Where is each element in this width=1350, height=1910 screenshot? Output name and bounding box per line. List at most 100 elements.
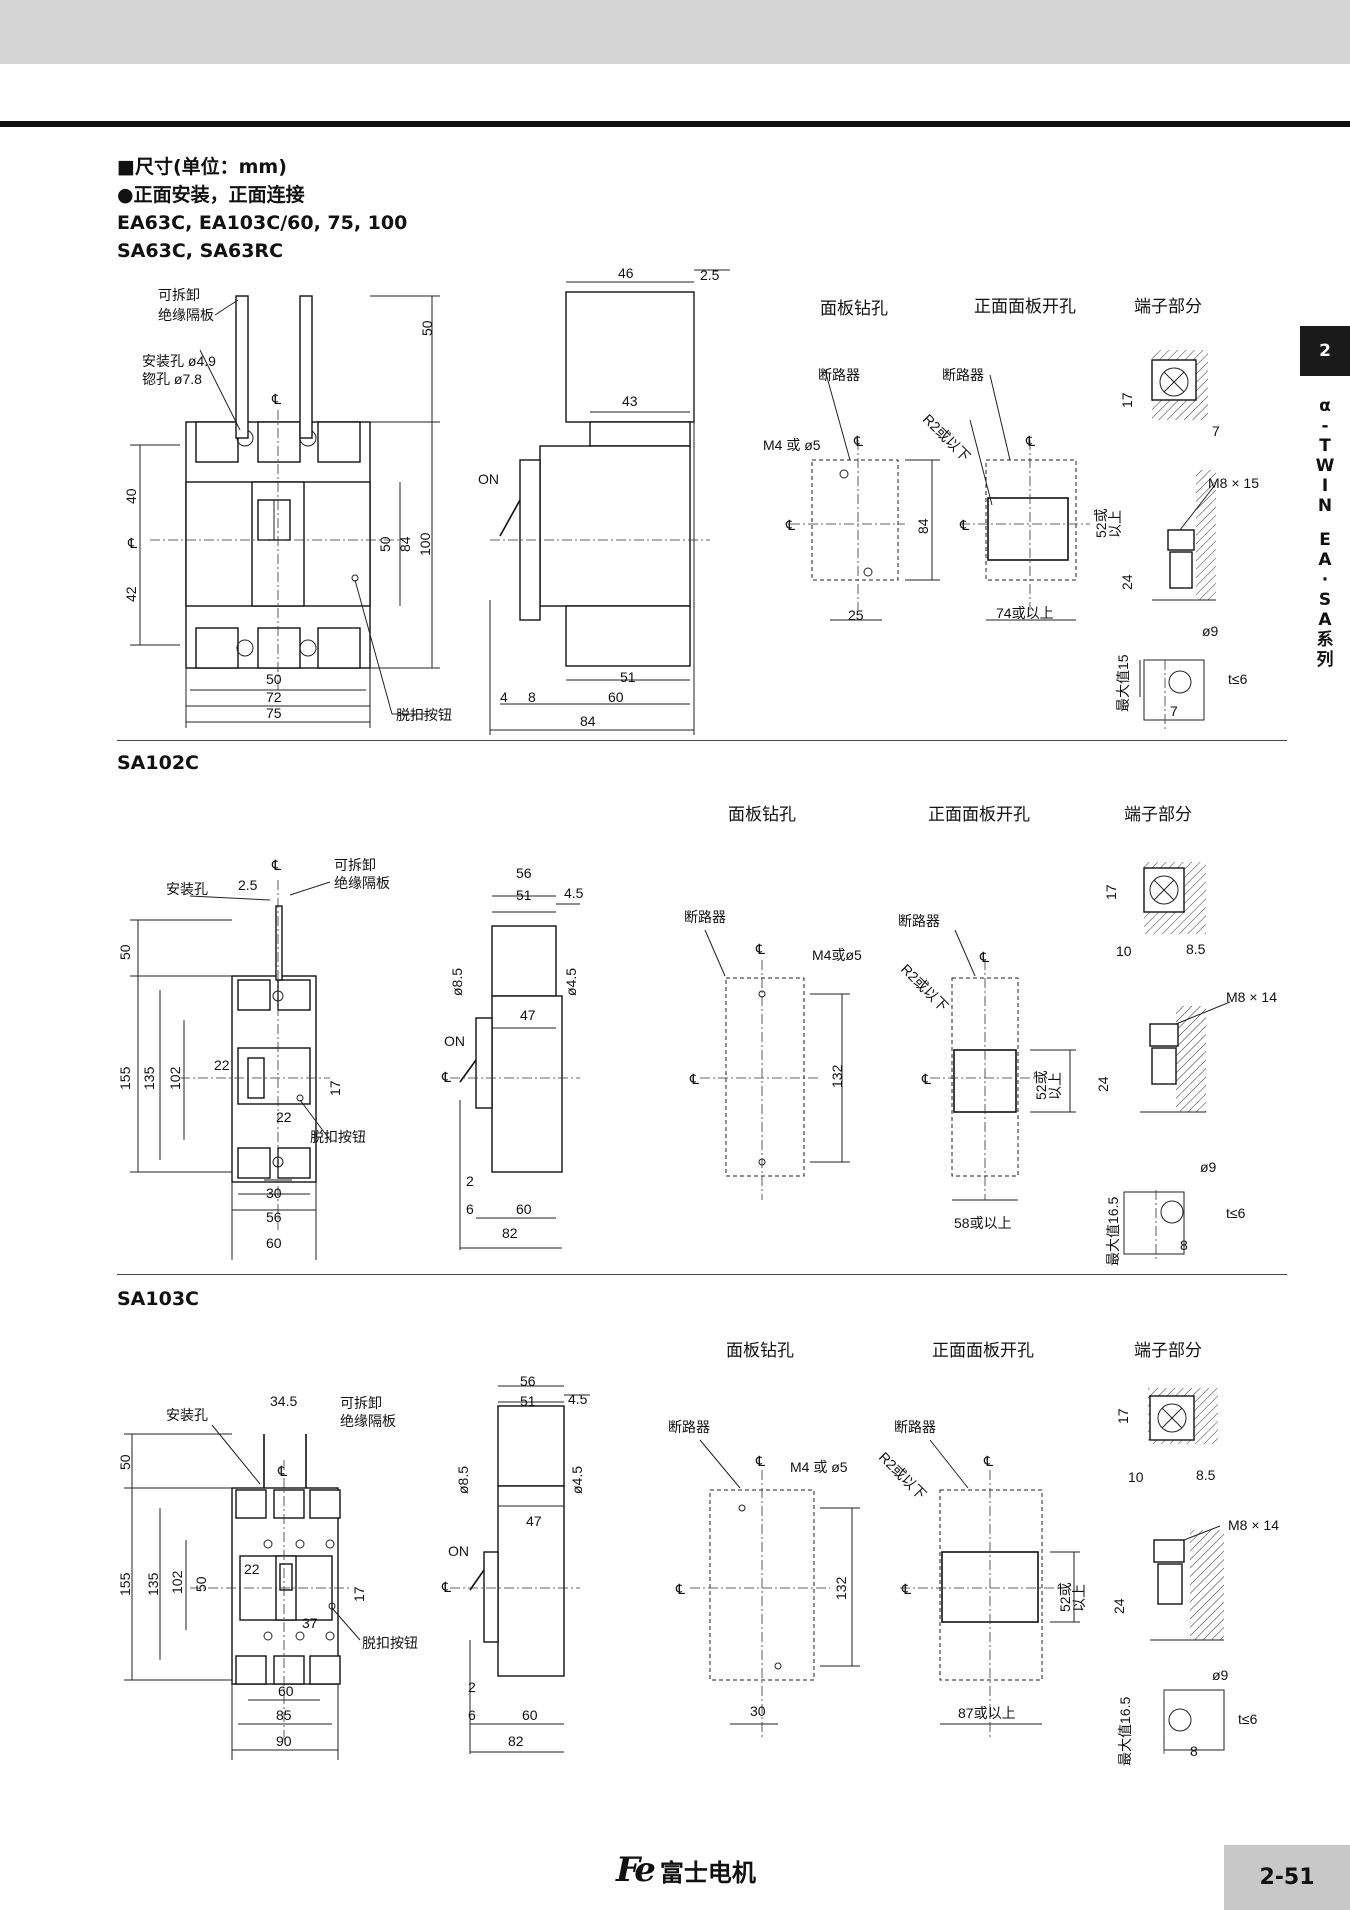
s3-dim: 85	[276, 1707, 292, 1723]
s1-dim: 84	[397, 536, 413, 552]
s1-dim: 84	[915, 518, 931, 534]
s2-h52-a: 52或	[1033, 1070, 1049, 1100]
s1-dim: 25	[848, 607, 864, 623]
section-sa102c-title: SA102C	[117, 752, 199, 774]
s3-dim: 60	[522, 1707, 538, 1723]
s2-dim: 8	[1180, 1237, 1188, 1253]
s3-drill-cl: ℄	[755, 1453, 765, 1469]
s1-t6-label: t≤6	[1228, 671, 1248, 687]
s2-barrier-label-2: 绝缘隔板	[334, 875, 390, 891]
series-char: T	[1319, 436, 1331, 456]
s3-dim: 56	[520, 1373, 536, 1389]
s2-drill-cl: ℄	[755, 941, 765, 957]
s2-front-view	[130, 880, 331, 1260]
series-char: α	[1319, 396, 1331, 416]
s2-dim: 47	[520, 1007, 536, 1023]
s3-dim: 22	[244, 1561, 260, 1577]
s3-dim: 2	[468, 1679, 476, 1695]
series-char: ·	[1321, 570, 1329, 590]
s2-trip-button-label: 脱扣按钮	[310, 1129, 366, 1145]
s1-w74-label: 74或以上	[996, 605, 1054, 621]
mount-type: ●正面安装，正面连接	[117, 184, 305, 206]
section-divider-1	[117, 740, 1287, 741]
s1-dim: 84	[580, 713, 596, 729]
s1-dim: 72	[266, 689, 282, 705]
s2-dim: 10	[1116, 943, 1132, 959]
series-char: A	[1318, 610, 1332, 630]
brand-name: 富士电机	[659, 1858, 756, 1887]
s1-front-cutout	[960, 374, 1090, 621]
s1-breaker-label-b: 断路器	[942, 367, 984, 383]
s3-dim: 50	[193, 1576, 209, 1592]
s2-dim: ø4.5	[563, 968, 579, 996]
s1-breaker-label-a: 断路器	[818, 367, 860, 383]
s2-dim: ø8.5	[449, 968, 465, 996]
s2-barrier-label-1: 可拆卸	[334, 857, 376, 873]
s2-dim: 51	[516, 887, 532, 903]
s3-breaker-label-a: 断路器	[668, 1419, 710, 1435]
s3-h52-a: 52或	[1057, 1582, 1073, 1612]
s2-dim: 50	[117, 944, 133, 960]
s2-w58-label: 58或以上	[954, 1215, 1012, 1231]
s2-terminal-title: 端子部分	[1124, 805, 1192, 824]
series-vertical-label: α - T W I N E A · S A 系 列	[1300, 396, 1350, 670]
s3-dim: 50	[117, 1454, 133, 1470]
s1-dim: 43	[622, 393, 638, 409]
s1-cl-mark: ℄	[271, 391, 281, 407]
s2-dim: 102	[167, 1066, 183, 1090]
series-char: E	[1319, 530, 1331, 550]
dimensions-title: ■尺寸(单位：mm)	[117, 156, 287, 178]
s2-breaker-label-a: 断路器	[684, 909, 726, 925]
s3-dim: 6	[468, 1707, 476, 1723]
s1-m4-label: M4 或 ø5	[763, 437, 821, 453]
s3-dim: 30	[750, 1703, 766, 1719]
s3-terminal	[1148, 1388, 1225, 1756]
s2-cutout-cl: ℄	[979, 949, 989, 965]
s3-barrier-label-2: 绝缘隔板	[340, 1413, 396, 1429]
s3-terminal-title: 端子部分	[1134, 1341, 1202, 1360]
s2-m8-label: M8 × 14	[1226, 989, 1277, 1005]
s3-drill-cl-h: ℄	[675, 1581, 685, 1597]
s3-cutout-cl: ℄	[983, 1453, 993, 1469]
s1-side-view	[489, 269, 730, 735]
s1-drill-cl-h: ℄	[785, 517, 795, 533]
s3-dim: ø4.5	[569, 1466, 585, 1494]
s2-panel-drill	[700, 929, 850, 1200]
s1-panel-drill-title: 面板钻孔	[820, 299, 888, 318]
s2-dim: 132	[829, 1064, 845, 1088]
s2-front-cutout-title: 正面面板开孔	[928, 805, 1030, 824]
s1-h52-a: 52或	[1093, 508, 1109, 538]
chapter-tab: 2	[1300, 326, 1350, 376]
series-char: 系	[1316, 630, 1334, 650]
s1-terminal-title: 端子部分	[1134, 297, 1202, 316]
s1-cutout-cl: ℄	[1025, 433, 1035, 449]
s2-h52-b: 以上	[1047, 1072, 1063, 1100]
s3-h52-b: 以上	[1071, 1584, 1087, 1612]
s2-dim: 17	[1103, 884, 1119, 900]
s3-max165-label: 最大值16.5	[1117, 1697, 1133, 1766]
s3-m8-label: M8 × 14	[1228, 1517, 1279, 1533]
s3-dim: 4.5	[568, 1391, 588, 1407]
s2-dim: 155	[117, 1066, 133, 1090]
s3-trip-button-label: 脱扣按钮	[362, 1635, 418, 1651]
series-char: I	[1321, 476, 1329, 496]
s2-mount-hole-label: 安装孔	[166, 881, 208, 897]
s2-dim: 24	[1095, 1076, 1111, 1092]
s2-dim: 4.5	[564, 885, 584, 901]
s3-panel-drill	[690, 1439, 860, 1740]
s3-dim: 102	[169, 1570, 185, 1594]
s2-cl-mark: ℄	[271, 857, 281, 873]
s3-mount-hole-label: 安装孔	[166, 1407, 208, 1423]
series-char: A	[1318, 550, 1332, 570]
s2-on-label: ON	[444, 1033, 465, 1049]
s1-dim: 4	[500, 689, 508, 705]
s3-dim: 47	[526, 1513, 542, 1529]
s3-dim: 135	[145, 1572, 161, 1596]
s3-dim: ø8.5	[455, 1466, 471, 1494]
section-divider-2	[117, 1274, 1287, 1275]
s2-dim: 60	[516, 1201, 532, 1217]
s3-cl-mark: ℄	[277, 1463, 287, 1479]
s2-side-view	[450, 895, 580, 1250]
series-char: S	[1318, 590, 1332, 610]
